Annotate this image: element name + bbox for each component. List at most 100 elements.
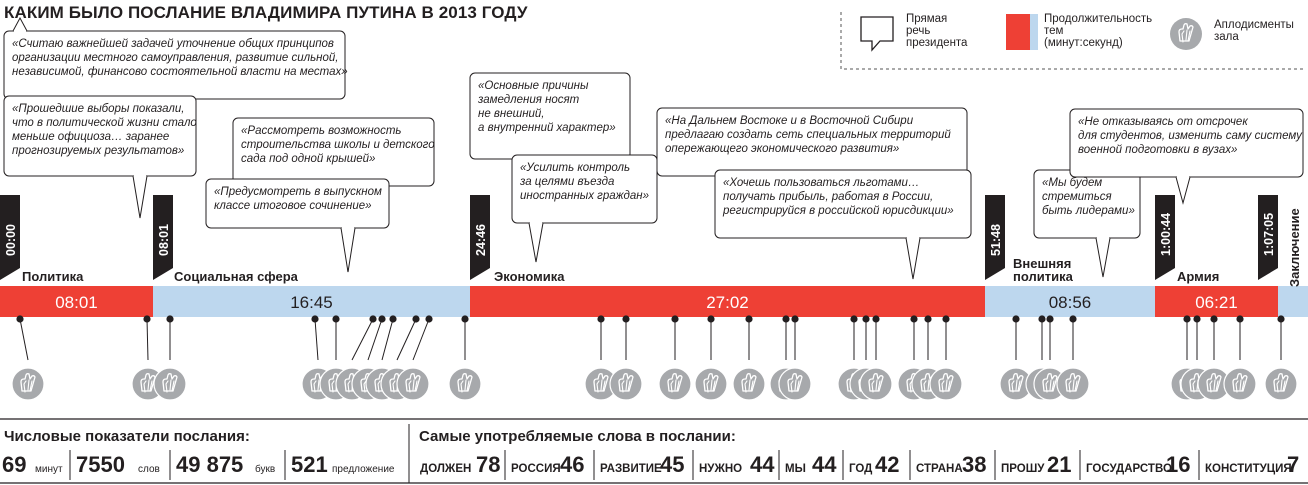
quote-line: «Усилить контроль: [520, 162, 630, 174]
section-start-time: 1:00:44: [1159, 213, 1173, 256]
section-name: Армия: [1177, 269, 1219, 284]
applause-icon: [396, 367, 430, 401]
applause-dot: [1183, 315, 1191, 323]
word-count: 7: [1287, 452, 1299, 477]
words-heading: Самые употребляемые слова в послании:: [419, 428, 736, 445]
applause-icon: [859, 367, 893, 401]
applause-dot: [910, 315, 918, 323]
quote-bubble: «Хочешь пользоваться льготами…получать п…: [714, 169, 972, 280]
quote-line: не внешний,: [478, 108, 545, 120]
start-flag: [1155, 195, 1175, 280]
quote-line: меньше официоза… заранее: [12, 131, 169, 143]
start-flag: [985, 195, 1005, 280]
section-start-time: 00:00: [4, 224, 18, 256]
stat-unit: слов: [138, 464, 160, 475]
legend-speech-label: президента: [906, 37, 968, 49]
stat-unit: букв: [255, 463, 275, 475]
speech-bubble-icon: [860, 16, 894, 52]
quote-line: за целями въезда: [519, 176, 614, 188]
quote-box: [714, 169, 972, 239]
word-count: 45: [660, 452, 684, 477]
quote-bubble: «Считаю важнейшей задачей уточнение общи…: [3, 16, 348, 100]
section-name: Социальная сфера: [174, 269, 299, 284]
applause-icon: [609, 367, 643, 401]
word-count: 46: [560, 452, 584, 477]
quote-line: военной подготовки в вузах»: [1078, 144, 1237, 156]
applause-stem: [19, 318, 29, 361]
quote-line: «Предусмотреть в выпускном: [214, 186, 382, 198]
word-label: ПРОШУ: [1001, 463, 1045, 475]
start-flag: [0, 195, 20, 280]
section-bar: [1278, 286, 1308, 317]
applause-stem: [396, 318, 417, 361]
applause-dot: [1236, 315, 1244, 323]
legend-applause-label: зала: [1214, 31, 1239, 43]
applause-icon: [11, 367, 45, 401]
applause-dot: [597, 315, 605, 323]
applause-dot: [707, 315, 715, 323]
section-name: Экономика: [494, 269, 565, 284]
legend-speech-label: речь: [906, 25, 930, 37]
word-label: ГОД: [849, 463, 872, 475]
quote-line: сада под одной крышей»: [241, 153, 375, 165]
quote-line: для студентов, изменить саму систему: [1078, 130, 1303, 142]
applause-dot: [461, 315, 469, 323]
quote-line: замедления носят: [477, 94, 580, 106]
word-label: МЫ: [785, 463, 806, 475]
quote-line: прогнозируемых результатов»: [12, 145, 184, 157]
applause-dot: [389, 315, 397, 323]
legend-duration-label: Продолжительность: [1044, 13, 1152, 25]
applause-dot: [924, 315, 932, 323]
word-label: РАЗВИТИЕ: [600, 463, 662, 475]
applause-stem: [314, 318, 319, 361]
applause-dot: [1012, 315, 1020, 323]
section-duration: 08:01: [55, 293, 98, 312]
section-duration: 27:02: [706, 293, 749, 312]
section-bar: [1155, 286, 1278, 317]
stat-value: 521: [291, 452, 328, 477]
quote-box: [511, 154, 658, 224]
quote-tail: [340, 227, 356, 273]
applause-icon: [1264, 367, 1298, 401]
duration-swatch-red: [1006, 14, 1030, 50]
quote-line: получать прибыль, работая в России,: [723, 191, 933, 203]
applause-stem: [412, 318, 430, 361]
stats-panel: Числовые показатели послания:Самые употр…: [0, 418, 1308, 484]
applause-icon: [1056, 367, 1090, 401]
applause-dot: [143, 315, 151, 323]
applause-stem: [367, 318, 383, 361]
quote-line: «Мы будем: [1042, 177, 1102, 189]
word-label: НУЖНО: [699, 463, 742, 475]
section-bar: [0, 286, 153, 317]
legend: ПрямаяречьпрезидентаПродолжительностьтем…: [840, 12, 1304, 70]
word-count: 38: [962, 452, 986, 477]
section-start-time: 1:07:05: [1262, 213, 1276, 256]
section-bar: [470, 286, 985, 317]
start-flag: [1258, 195, 1278, 280]
word-count: 78: [476, 452, 500, 477]
applause-icon: [929, 367, 963, 401]
quote-line: быть лидерами»: [1042, 205, 1135, 217]
applause-dot: [369, 315, 377, 323]
legend-duration-label: тем: [1044, 25, 1064, 37]
applause-dot: [1210, 315, 1218, 323]
applause-dot: [311, 315, 319, 323]
section-start-time: 24:46: [474, 224, 488, 256]
quote-tail: [1095, 237, 1111, 278]
applause-dot: [850, 315, 858, 323]
quote-line: регистрируйся в российской юрисдикции»: [722, 205, 954, 217]
applause-dot: [425, 315, 433, 323]
quote-tail: [12, 16, 28, 32]
applause-dot: [16, 315, 24, 323]
section-name: Заключение: [1287, 208, 1302, 287]
word-count: 42: [875, 452, 899, 477]
start-flag: [470, 195, 490, 280]
section-bar: [985, 286, 1155, 317]
section-bar: [153, 286, 470, 317]
quote-bubble: «Прошедшие выборы показали,что в политич…: [3, 95, 197, 219]
